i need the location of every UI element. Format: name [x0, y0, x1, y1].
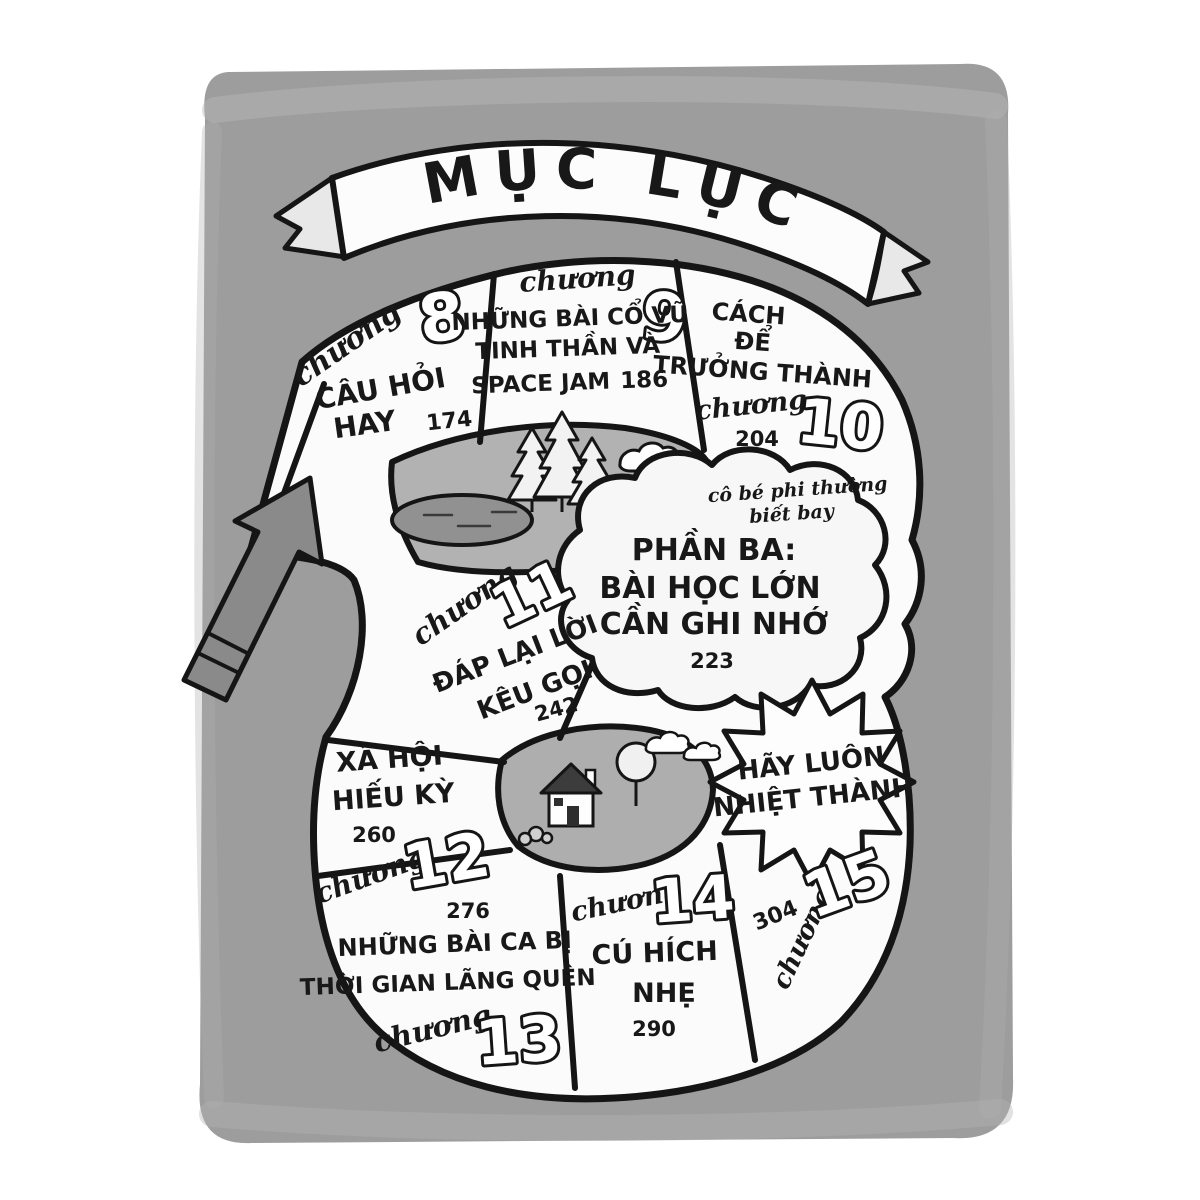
pond-waves-icon	[422, 510, 518, 528]
chapter-14-number: 14	[649, 862, 737, 938]
chapter-12-label: XÃ HỘI HIẾU KỲ 260 chương 12	[310, 739, 498, 910]
part-three-title: BÀI HỌC LỚN	[599, 569, 820, 606]
chapter-9-title: SPACE JAM	[471, 369, 611, 400]
chapter-14-title: CÚ HÍCH	[591, 935, 718, 971]
chapter-12-title: XÃ HỘI	[335, 739, 444, 778]
chapter-12-number: 12	[397, 817, 495, 904]
inner-scenery-icons	[517, 730, 722, 847]
part-three-title: PHẦN BA:	[632, 528, 797, 568]
chapter-9-page: 186	[620, 367, 669, 395]
chapter-9-number: 9	[637, 277, 691, 358]
chapter-14-page: 290	[632, 1017, 676, 1041]
part-three-cloud-shape	[555, 446, 890, 712]
chapter-10-page: 204	[735, 427, 779, 451]
house-door-icon	[567, 806, 579, 826]
direction-arrow-icon	[181, 475, 325, 703]
chapter-13-page: 276	[446, 899, 490, 923]
part-three-title: CẦN GHI NHỚ	[600, 602, 829, 642]
pond-icon	[390, 493, 534, 547]
chapter-10-number: 10	[794, 384, 887, 466]
chapter-10-label: CÁCH ĐỂ TRƯỞNG THÀNH chương 10 204	[652, 296, 890, 468]
chapter-14-title: NHẸ	[632, 978, 696, 1009]
bushes-icon	[517, 825, 554, 847]
small-cloud-icon	[644, 730, 690, 755]
house-window-icon	[554, 798, 563, 806]
chapter-10-title: CÁCH	[711, 296, 787, 330]
part-three-cloud: cô bé phi thường biết bay PHẦN BA: BÀI H…	[555, 446, 890, 712]
chapter-13-number: 13	[473, 1001, 564, 1080]
chapter-8-page: 174	[425, 407, 473, 437]
chapter-9-title-with-page: SPACE JAM 186	[471, 367, 669, 400]
chapter-9-word: chương	[518, 258, 636, 299]
chapter-8-number: 8	[414, 276, 470, 359]
part-three-page: 223	[690, 649, 734, 673]
banner-body	[329, 139, 887, 307]
segment-dividers	[269, 259, 758, 1091]
chapter-14-label: chương 14 CÚ HÍCH NHẸ 290	[568, 859, 740, 1041]
starburst-shape: HÃY LUÔN NHIỆT THÀNH	[707, 677, 917, 887]
round-tree-icon	[615, 741, 657, 806]
small-cloud-icon	[682, 741, 722, 762]
house-roof-icon	[539, 762, 603, 795]
chapter-12-page: 260	[352, 823, 396, 847]
